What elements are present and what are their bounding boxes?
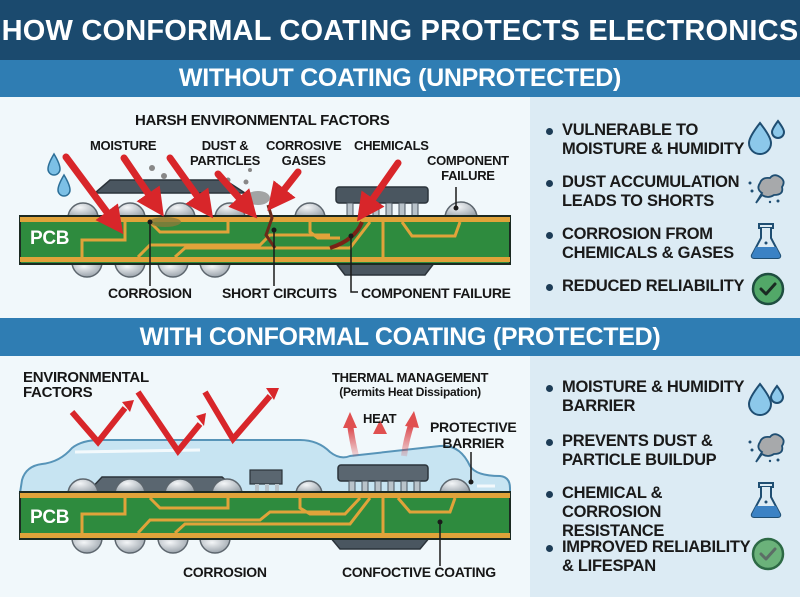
protected-section: ENVIRONMENTAL FACTORS THERMAL MANAGEMENT… [0,356,800,597]
unprotected-points-panel: VULNERABLE TO MOISTURE & HUMIDITY DUST A… [530,97,800,318]
pcb-label: PCB [30,507,70,528]
factor-moisture-label: MOISTURE [90,138,157,153]
callout-short-circuits: SHORT CIRCUITS [222,285,337,301]
section-banner-unprotected: WITHOUT COATING (UNPROTECTED) [0,60,800,97]
flask-icon [750,482,782,518]
bullet-icon [546,439,553,446]
factor-chemicals-label: CHEMICALS [354,138,429,153]
harsh-factors-heading: HARSH ENVIRONMENTAL FACTORS [135,112,390,129]
water-drops-icon [747,119,786,155]
bullet-icon [546,232,553,239]
callout-corrosion: CORROSION [183,564,267,580]
env-factors-label: ENVIRONMENTAL FACTORS [23,369,149,401]
thermal-management-label: THERMAL MANAGEMENT (Permits Heat Dissipa… [332,370,489,399]
bullet-icon [546,284,553,291]
point-item: MOISTURE & HUMIDITY BARRIER [546,378,800,416]
unprotected-section: HARSH ENVIRONMENTAL FACTORS MOISTURE DUS… [0,97,800,318]
section-banner-protected: WITH CONFORMAL COATING (PROTECTED) [0,318,800,356]
callout-component-failure: COMPONENT FAILURE [361,285,511,301]
point-item: REDUCED RELIABILITY [546,277,800,296]
page-title: HOW CONFORMAL COATING PROTECTS ELECTRONI… [0,0,800,62]
protective-barrier-label: PROTECTIVE BARRIER [430,419,517,451]
point-item: IMPROVED RELIABILITY & LIFESPAN [546,538,800,576]
protected-pcb-diagram: ENVIRONMENTAL FACTORS THERMAL MANAGEMENT… [0,356,530,597]
protected-points-panel: MOISTURE & HUMIDITY BARRIER PREVENTS DUS… [530,356,800,597]
point-item: PREVENTS DUST & PARTICLE BUILDUP [546,432,800,470]
pcb-label: PCB [30,228,70,249]
check-circle-icon [751,537,785,571]
point-item: CHEMICAL & CORROSION RESISTANCE [546,484,800,541]
point-item: CORROSION FROM CHEMICALS & GASES [546,225,800,263]
dust-cloud-icon [748,433,785,463]
point-item: DUST ACCUMULATION LEADS TO SHORTS [546,173,800,211]
factor-dust-label: DUST & PARTICLES [190,138,261,168]
check-circle-icon [751,272,785,306]
bullet-icon [546,545,553,552]
pcb-cross-section-protected [18,388,511,566]
factor-corrosive-gases-label: CORROSIVE GASES [266,138,342,168]
heat-label: HEAT [363,411,397,426]
bullet-icon [546,491,553,498]
flask-icon [750,223,782,259]
bullet-icon [546,128,553,135]
unprotected-pcb-diagram: HARSH ENVIRONMENTAL FACTORS MOISTURE DUS… [0,97,530,318]
point-item: VULNERABLE TO MOISTURE & HUMIDITY [546,121,800,159]
bullet-icon [546,180,553,187]
component-failure-top-label: COMPONENT FAILURE [427,153,509,183]
bullet-icon [546,385,553,392]
callout-corrosion: CORROSION [108,285,192,301]
water-drops-icon [747,382,785,416]
dust-cloud-icon [748,174,785,204]
pcb-cross-section-unprotected [19,152,511,293]
callout-coating: CONFOCTIVE COATING [342,564,496,580]
